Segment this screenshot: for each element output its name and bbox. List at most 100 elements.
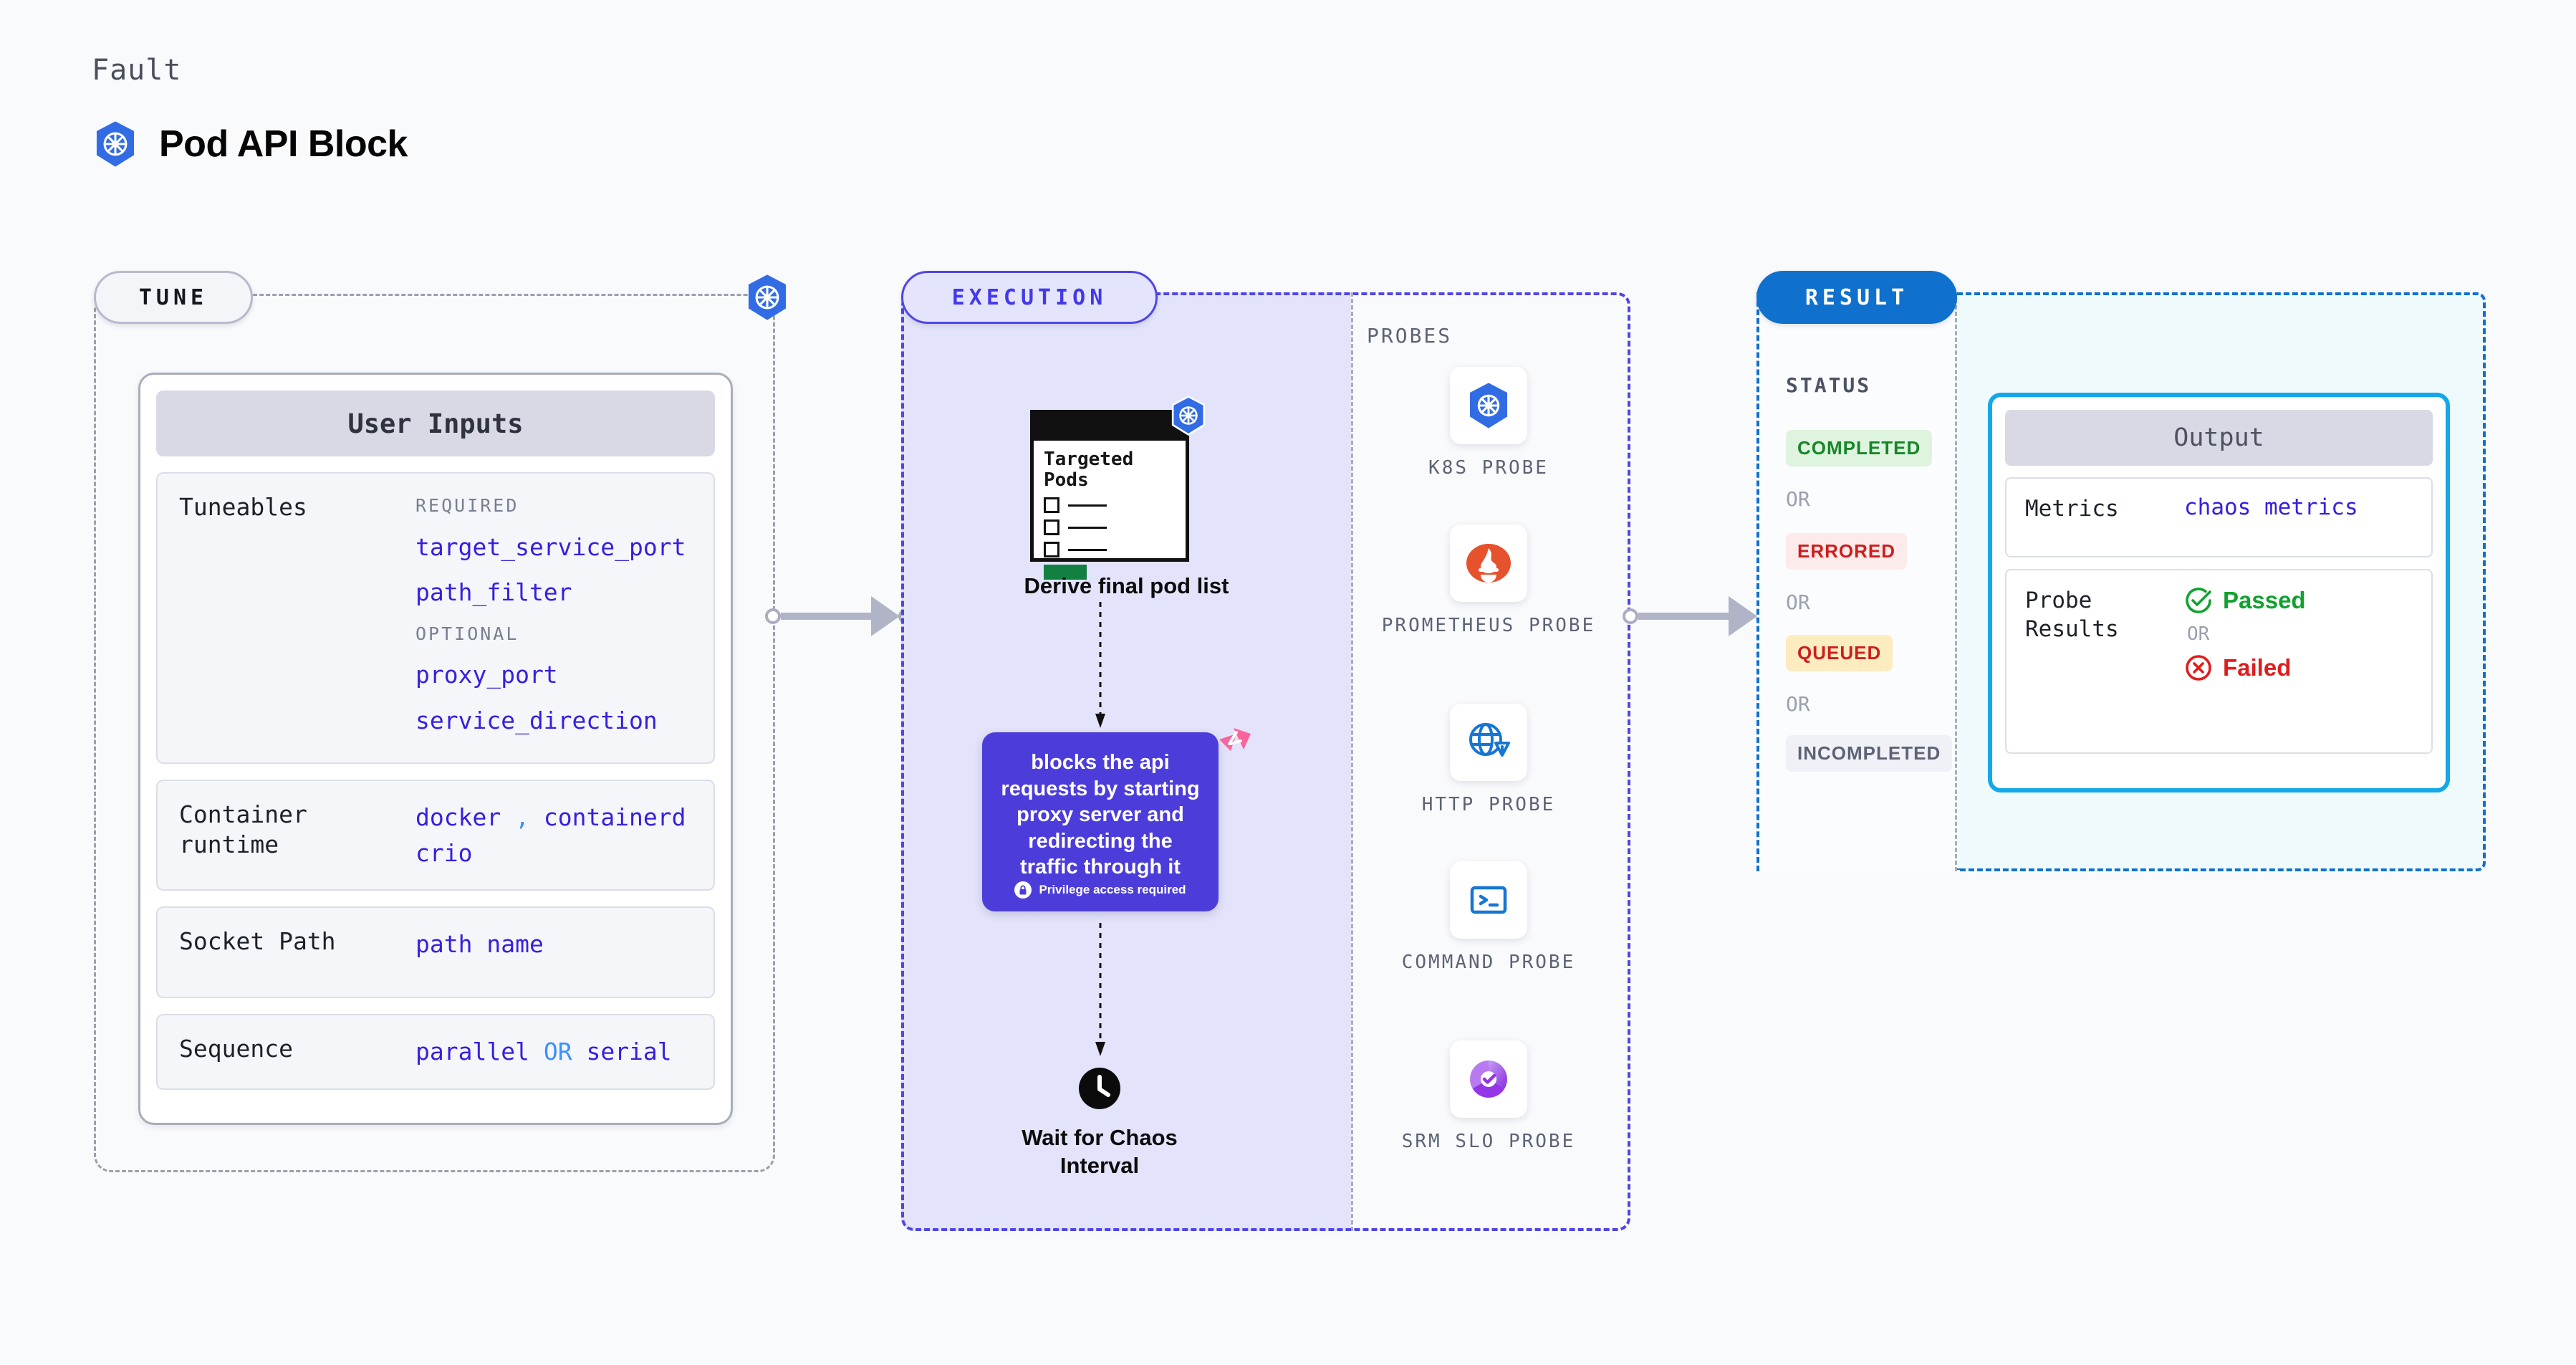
socket-path-label: Socket Path: [179, 927, 336, 955]
probe-command[interactable]: COMMAND PROBE: [1381, 861, 1596, 975]
clock-icon: [1079, 1068, 1120, 1109]
status-badge-completed: COMPLETED: [1786, 430, 1933, 466]
targeted-pods-title: Targeted Pods: [1044, 449, 1134, 492]
wait-for-chaos-node: Wait for Chaos Interval: [981, 1068, 1218, 1180]
wait-for-chaos-label: Wait for Chaos Interval: [1022, 1125, 1178, 1178]
kubernetes-icon: [93, 120, 138, 168]
sequence-parallel[interactable]: parallel: [415, 1038, 529, 1065]
probe-prometheus[interactable]: PROMETHEUS PROBE: [1381, 525, 1596, 638]
probes-title: PROBES: [1367, 324, 1453, 348]
fault-eyebrow-label: Fault: [92, 54, 182, 87]
card-titlebar: [1034, 413, 1186, 441]
probe-label: COMMAND PROBE: [1401, 952, 1576, 973]
placeholder-line: [1068, 526, 1107, 529]
probe-result-passed: Passed: [2184, 586, 2306, 615]
sequence-values: parallel OR serial: [415, 1034, 672, 1070]
tunable-target-service-port[interactable]: target_service_port: [415, 532, 686, 561]
tunable-service-direction[interactable]: service_direction: [415, 706, 658, 734]
check-circle-icon: [2186, 588, 2211, 613]
result-section-badge: RESULT: [1756, 271, 1957, 324]
status-badge-errored: ERRORED: [1786, 533, 1908, 570]
derive-pod-list-label: Derive final pod list: [1024, 573, 1229, 598]
probe-label: HTTP PROBE: [1421, 794, 1556, 815]
connector-tune-to-execution: [765, 596, 914, 636]
probe-result-failed: Failed: [2184, 653, 2306, 682]
probe-http[interactable]: HTTP PROBE: [1381, 704, 1596, 818]
status-or-2: OR: [1786, 590, 1810, 614]
user-inputs-title: User Inputs: [156, 391, 715, 456]
kubernetes-icon: [1170, 396, 1207, 439]
tune-section-badge: TUNE: [94, 271, 253, 324]
checkbox-icon: [1044, 519, 1059, 536]
metrics-row: Metrics chaos metrics: [2005, 477, 2433, 557]
connector-arrow: [1729, 596, 1757, 636]
runtime-containerd[interactable]: containerd: [543, 803, 686, 831]
litmus-chaos-icon: [1212, 725, 1252, 769]
fault-action-card: blocks the api requests by starting prox…: [982, 732, 1219, 911]
socket-path-value[interactable]: path name: [415, 930, 544, 958]
execution-section-frame: [901, 292, 1630, 1231]
page-title-row: Pod API Block: [93, 120, 408, 168]
targeted-pods-card: Targeted Pods: [1030, 410, 1189, 580]
probe-passed-label: Passed: [2223, 587, 2306, 613]
probe-label: PROMETHEUS PROBE: [1381, 615, 1596, 636]
pod-list-item: [1044, 542, 1176, 558]
metrics-value[interactable]: chaos metrics: [2184, 494, 2358, 520]
terminal-icon: [1450, 861, 1527, 939]
probe-srm-slo[interactable]: SRM SLO PROBE: [1381, 1040, 1596, 1154]
container-runtime-values: docker , containerd crio: [415, 800, 686, 871]
probe-results-values: Passed OR Failed: [2184, 586, 2306, 682]
status-label: STATUS: [1786, 373, 1872, 397]
sequence-or: OR: [543, 1038, 572, 1065]
probe-results-row: Probe Results Passed OR Failed: [2005, 569, 2433, 754]
runtime-separator: ,: [515, 803, 529, 831]
prometheus-icon: [1450, 525, 1527, 602]
probe-label: K8S PROBE: [1428, 457, 1549, 479]
result-status-column: [1756, 292, 1957, 871]
tuneables-label: Tuneables: [179, 493, 307, 521]
connector-line: [781, 613, 871, 620]
tunable-proxy-port[interactable]: proxy_port: [415, 661, 558, 689]
kubernetes-icon: [745, 274, 789, 325]
runtime-crio[interactable]: crio: [415, 838, 473, 867]
tunable-path-filter[interactable]: path_filter: [415, 578, 572, 606]
flow-arrow-down-2: [1095, 923, 1105, 1056]
sequence-row: Sequence parallel OR serial: [156, 1014, 715, 1090]
probes-column: [1351, 292, 1630, 1231]
connector-arrow: [871, 596, 900, 636]
checkbox-icon: [1044, 497, 1059, 514]
placeholder-line: [1068, 504, 1107, 507]
container-runtime-row: Container runtime docker , containerd cr…: [156, 780, 715, 891]
probe-results-label: Probe Results: [2025, 588, 2119, 643]
card-body: Targeted Pods: [1034, 441, 1186, 588]
required-tag: REQUIRED: [415, 495, 519, 516]
tuneables-row: Tuneables REQUIRED target_service_port p…: [156, 472, 715, 764]
runtime-docker[interactable]: docker: [415, 803, 501, 831]
optional-tag: OPTIONAL: [415, 623, 519, 644]
tune-section-frame: [94, 294, 775, 1172]
status-or-1: OR: [1786, 487, 1810, 511]
placeholder-line: [1068, 548, 1107, 551]
probe-results-or: OR: [2187, 623, 2210, 645]
connector-execution-to-result: [1623, 596, 1772, 636]
probe-failed-label: Failed: [2223, 654, 2292, 681]
socket-path-row: Socket Path path name: [156, 906, 715, 998]
probe-k8s[interactable]: K8S PROBE: [1381, 367, 1596, 481]
page-title: Pod API Block: [159, 123, 408, 165]
connector-dot-start: [1623, 608, 1638, 624]
connector-line: [1638, 613, 1729, 620]
sequence-label: Sequence: [179, 1035, 293, 1063]
sequence-serial[interactable]: serial: [586, 1038, 672, 1065]
container-runtime-label: Container runtime: [179, 800, 307, 859]
status-or-3: OR: [1786, 692, 1810, 716]
status-badge-incompleted: INCOMPLETED: [1786, 735, 1953, 772]
fault-action-text: blocks the api requests by starting prox…: [1001, 751, 1200, 879]
pod-list-item: [1044, 519, 1176, 536]
probe-label: SRM SLO PROBE: [1401, 1131, 1576, 1152]
x-circle-icon: [2186, 655, 2211, 681]
status-bar-indicator: [1044, 565, 1087, 580]
status-badge-queued: QUEUED: [1786, 635, 1893, 671]
srm-slo-icon: [1450, 1040, 1527, 1118]
output-title: Output: [2005, 410, 2433, 466]
